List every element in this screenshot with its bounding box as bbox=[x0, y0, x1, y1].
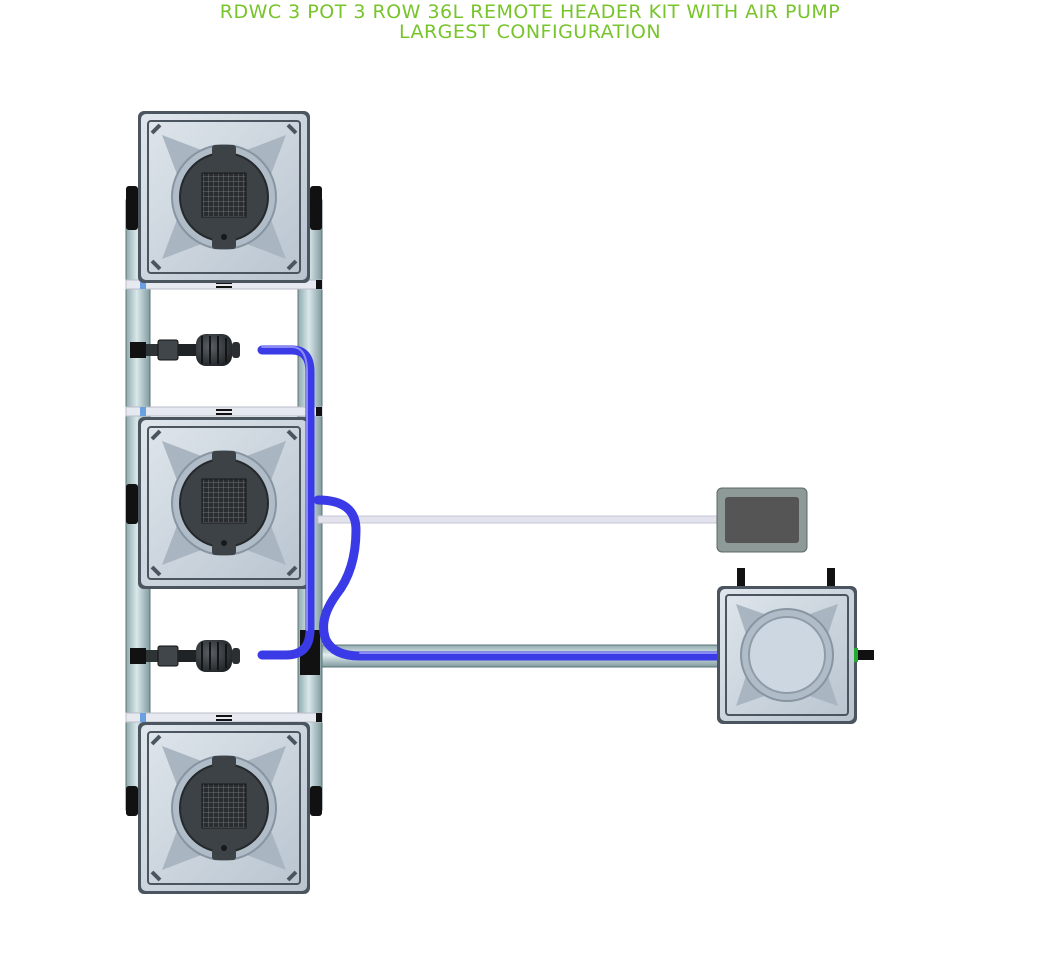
grow-pot-middle bbox=[136, 415, 312, 591]
grow-pot-bottom bbox=[136, 720, 312, 896]
grow-pot-top bbox=[136, 109, 312, 285]
title-line-2: LARGEST CONFIGURATION bbox=[398, 21, 662, 43]
crossbar-lower bbox=[125, 712, 323, 723]
crossbar-middle bbox=[125, 406, 323, 417]
blue-hose-highlight bbox=[261, 346, 721, 654]
air-pump bbox=[716, 487, 808, 553]
remote-header-reservoir bbox=[717, 568, 874, 724]
title-block: RDWC 3 POT 3 ROW 36L REMOTE HEADER KIT W… bbox=[0, 2, 1060, 42]
air-line bbox=[317, 515, 721, 524]
blue-hose bbox=[257, 345, 725, 661]
title-line-1: RDWC 3 POT 3 ROW 36L REMOTE HEADER KIT W… bbox=[219, 1, 841, 23]
